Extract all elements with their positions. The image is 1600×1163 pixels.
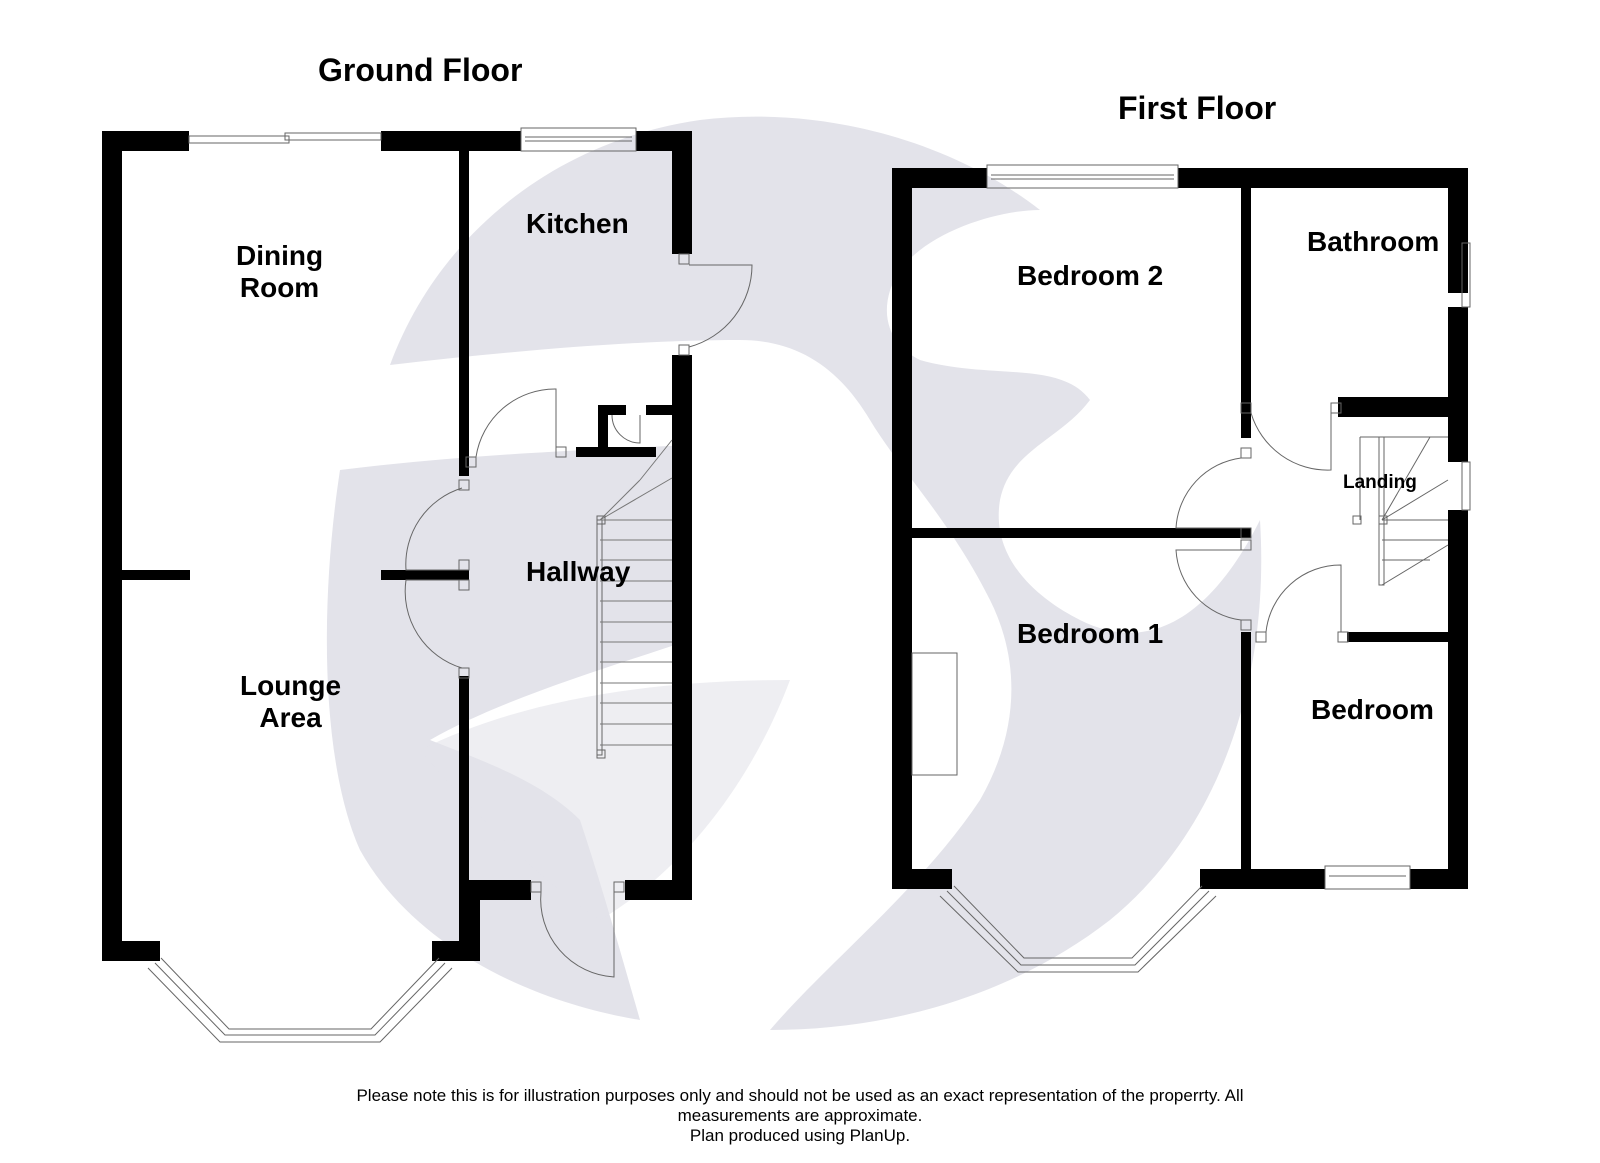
ground-floor-fixtures: [147, 127, 753, 1043]
room-label-landing: Landing: [1343, 472, 1417, 493]
disclaimer: Please note this is for illustration pur…: [356, 1086, 1244, 1145]
room-label-bedroom: Bedroom: [1311, 694, 1434, 725]
first-floor-walls: [892, 168, 1468, 889]
room-label-bathroom: Bathroom: [1307, 226, 1440, 257]
room-label-hallway: Hallway: [526, 556, 631, 587]
first-floor-fixtures: [911, 164, 1471, 973]
room-label-bedroom-2: Bedroom 2: [1017, 260, 1164, 291]
room-label-kitchen: Kitchen: [526, 208, 629, 239]
watermark-logo: [326, 116, 1262, 1031]
ground-floor-walls: [102, 131, 692, 961]
room-label-bedroom-1: Bedroom 1: [1017, 618, 1164, 649]
first-floor-title: First Floor: [1118, 90, 1277, 126]
ground-floor-title: Ground Floor: [318, 52, 523, 88]
room-label-lounge-area: Lounge Area: [240, 670, 342, 733]
room-label-dining-room: Dining Room: [236, 240, 324, 303]
